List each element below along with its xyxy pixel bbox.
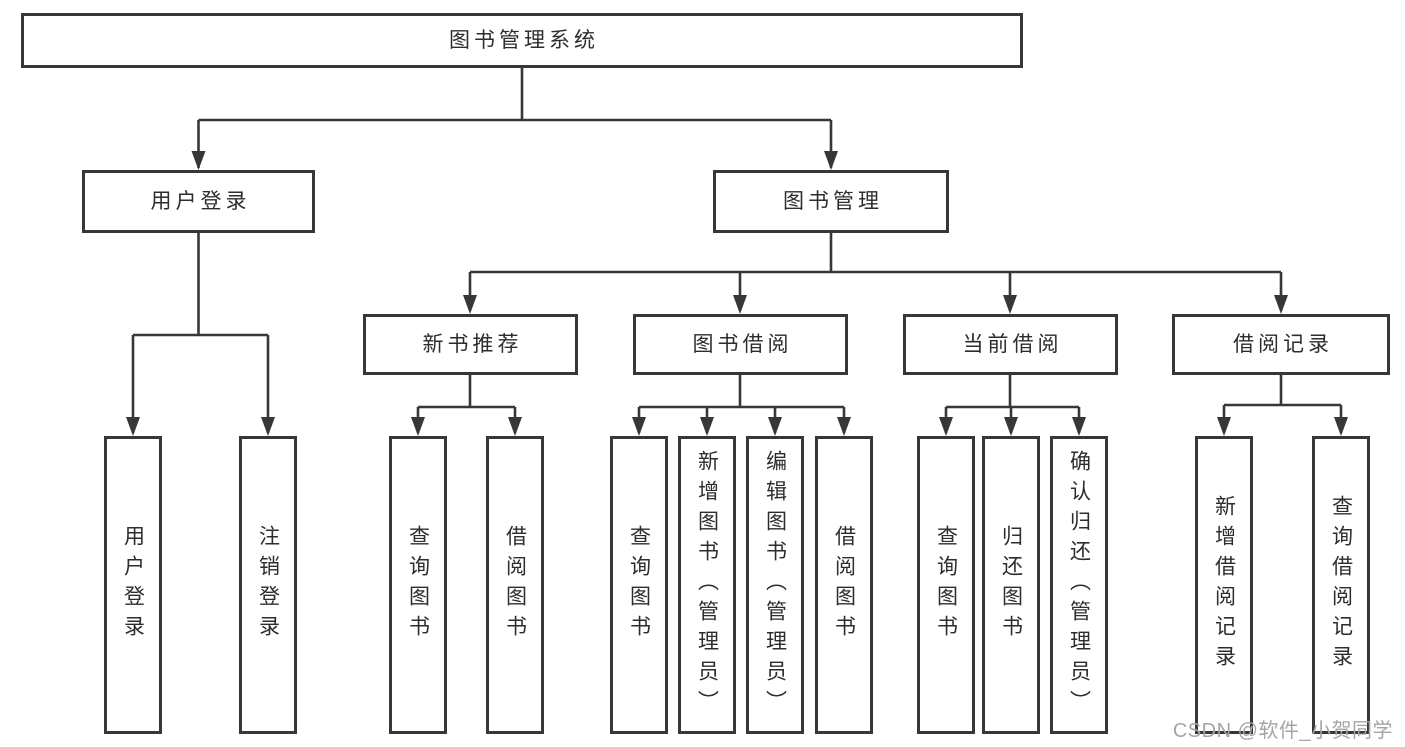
node-label: 借阅图书 bbox=[832, 525, 856, 645]
leaf-logout: 注销登录 bbox=[239, 436, 297, 734]
node-label: 图书管理系统 bbox=[449, 29, 599, 52]
node-label: 当前借阅 bbox=[962, 333, 1063, 356]
node-current-borrow: 当前借阅 bbox=[903, 314, 1118, 375]
leaf-edit-book-admin: 编辑图书（管理员） bbox=[746, 436, 804, 734]
leaf-user-login: 用户登录 bbox=[104, 436, 162, 734]
node-label: 借阅图书 bbox=[503, 525, 527, 645]
node-label: 用户登录 bbox=[121, 525, 145, 645]
node-label: 图书管理 bbox=[783, 190, 883, 213]
leaf-borrow-books: 借阅图书 bbox=[815, 436, 873, 734]
node-label: 确认归还（管理员） bbox=[1067, 450, 1091, 720]
leaf-current-query-books: 查询图书 bbox=[917, 436, 975, 734]
node-label: 注销登录 bbox=[256, 525, 280, 645]
leaf-recommend-query-books: 查询图书 bbox=[389, 436, 447, 734]
node-book-borrow: 图书借阅 bbox=[633, 314, 848, 375]
node-label: 借阅记录 bbox=[1233, 333, 1333, 356]
node-label: 新增借阅记录 bbox=[1212, 495, 1236, 675]
node-label: 查询借阅记录 bbox=[1329, 495, 1353, 675]
leaf-add-book-admin: 新增图书（管理员） bbox=[678, 436, 736, 734]
node-label: 归还图书 bbox=[999, 525, 1023, 645]
leaf-query-borrow-record: 查询借阅记录 bbox=[1312, 436, 1370, 734]
node-label: 用户登录 bbox=[150, 190, 251, 213]
node-book-management: 图书管理 bbox=[713, 170, 949, 233]
node-label: 图书借阅 bbox=[692, 333, 793, 356]
leaf-recommend-borrow-books: 借阅图书 bbox=[486, 436, 544, 734]
node-label: 新增图书（管理员） bbox=[695, 450, 719, 720]
node-root-system: 图书管理系统 bbox=[21, 13, 1023, 68]
node-label: 编辑图书（管理员） bbox=[763, 450, 787, 720]
node-user-login: 用户登录 bbox=[82, 170, 315, 233]
node-label: 查询图书 bbox=[406, 525, 430, 645]
leaf-borrow-query-books: 查询图书 bbox=[610, 436, 668, 734]
node-borrow-records: 借阅记录 bbox=[1172, 314, 1390, 375]
node-label: 查询图书 bbox=[934, 525, 958, 645]
leaf-add-borrow-record: 新增借阅记录 bbox=[1195, 436, 1253, 734]
leaf-return-books: 归还图书 bbox=[982, 436, 1040, 734]
node-new-book-recommend: 新书推荐 bbox=[363, 314, 578, 375]
node-label: 新书推荐 bbox=[422, 333, 523, 356]
node-label: 查询图书 bbox=[627, 525, 651, 645]
leaf-confirm-return-admin: 确认归还（管理员） bbox=[1050, 436, 1108, 734]
